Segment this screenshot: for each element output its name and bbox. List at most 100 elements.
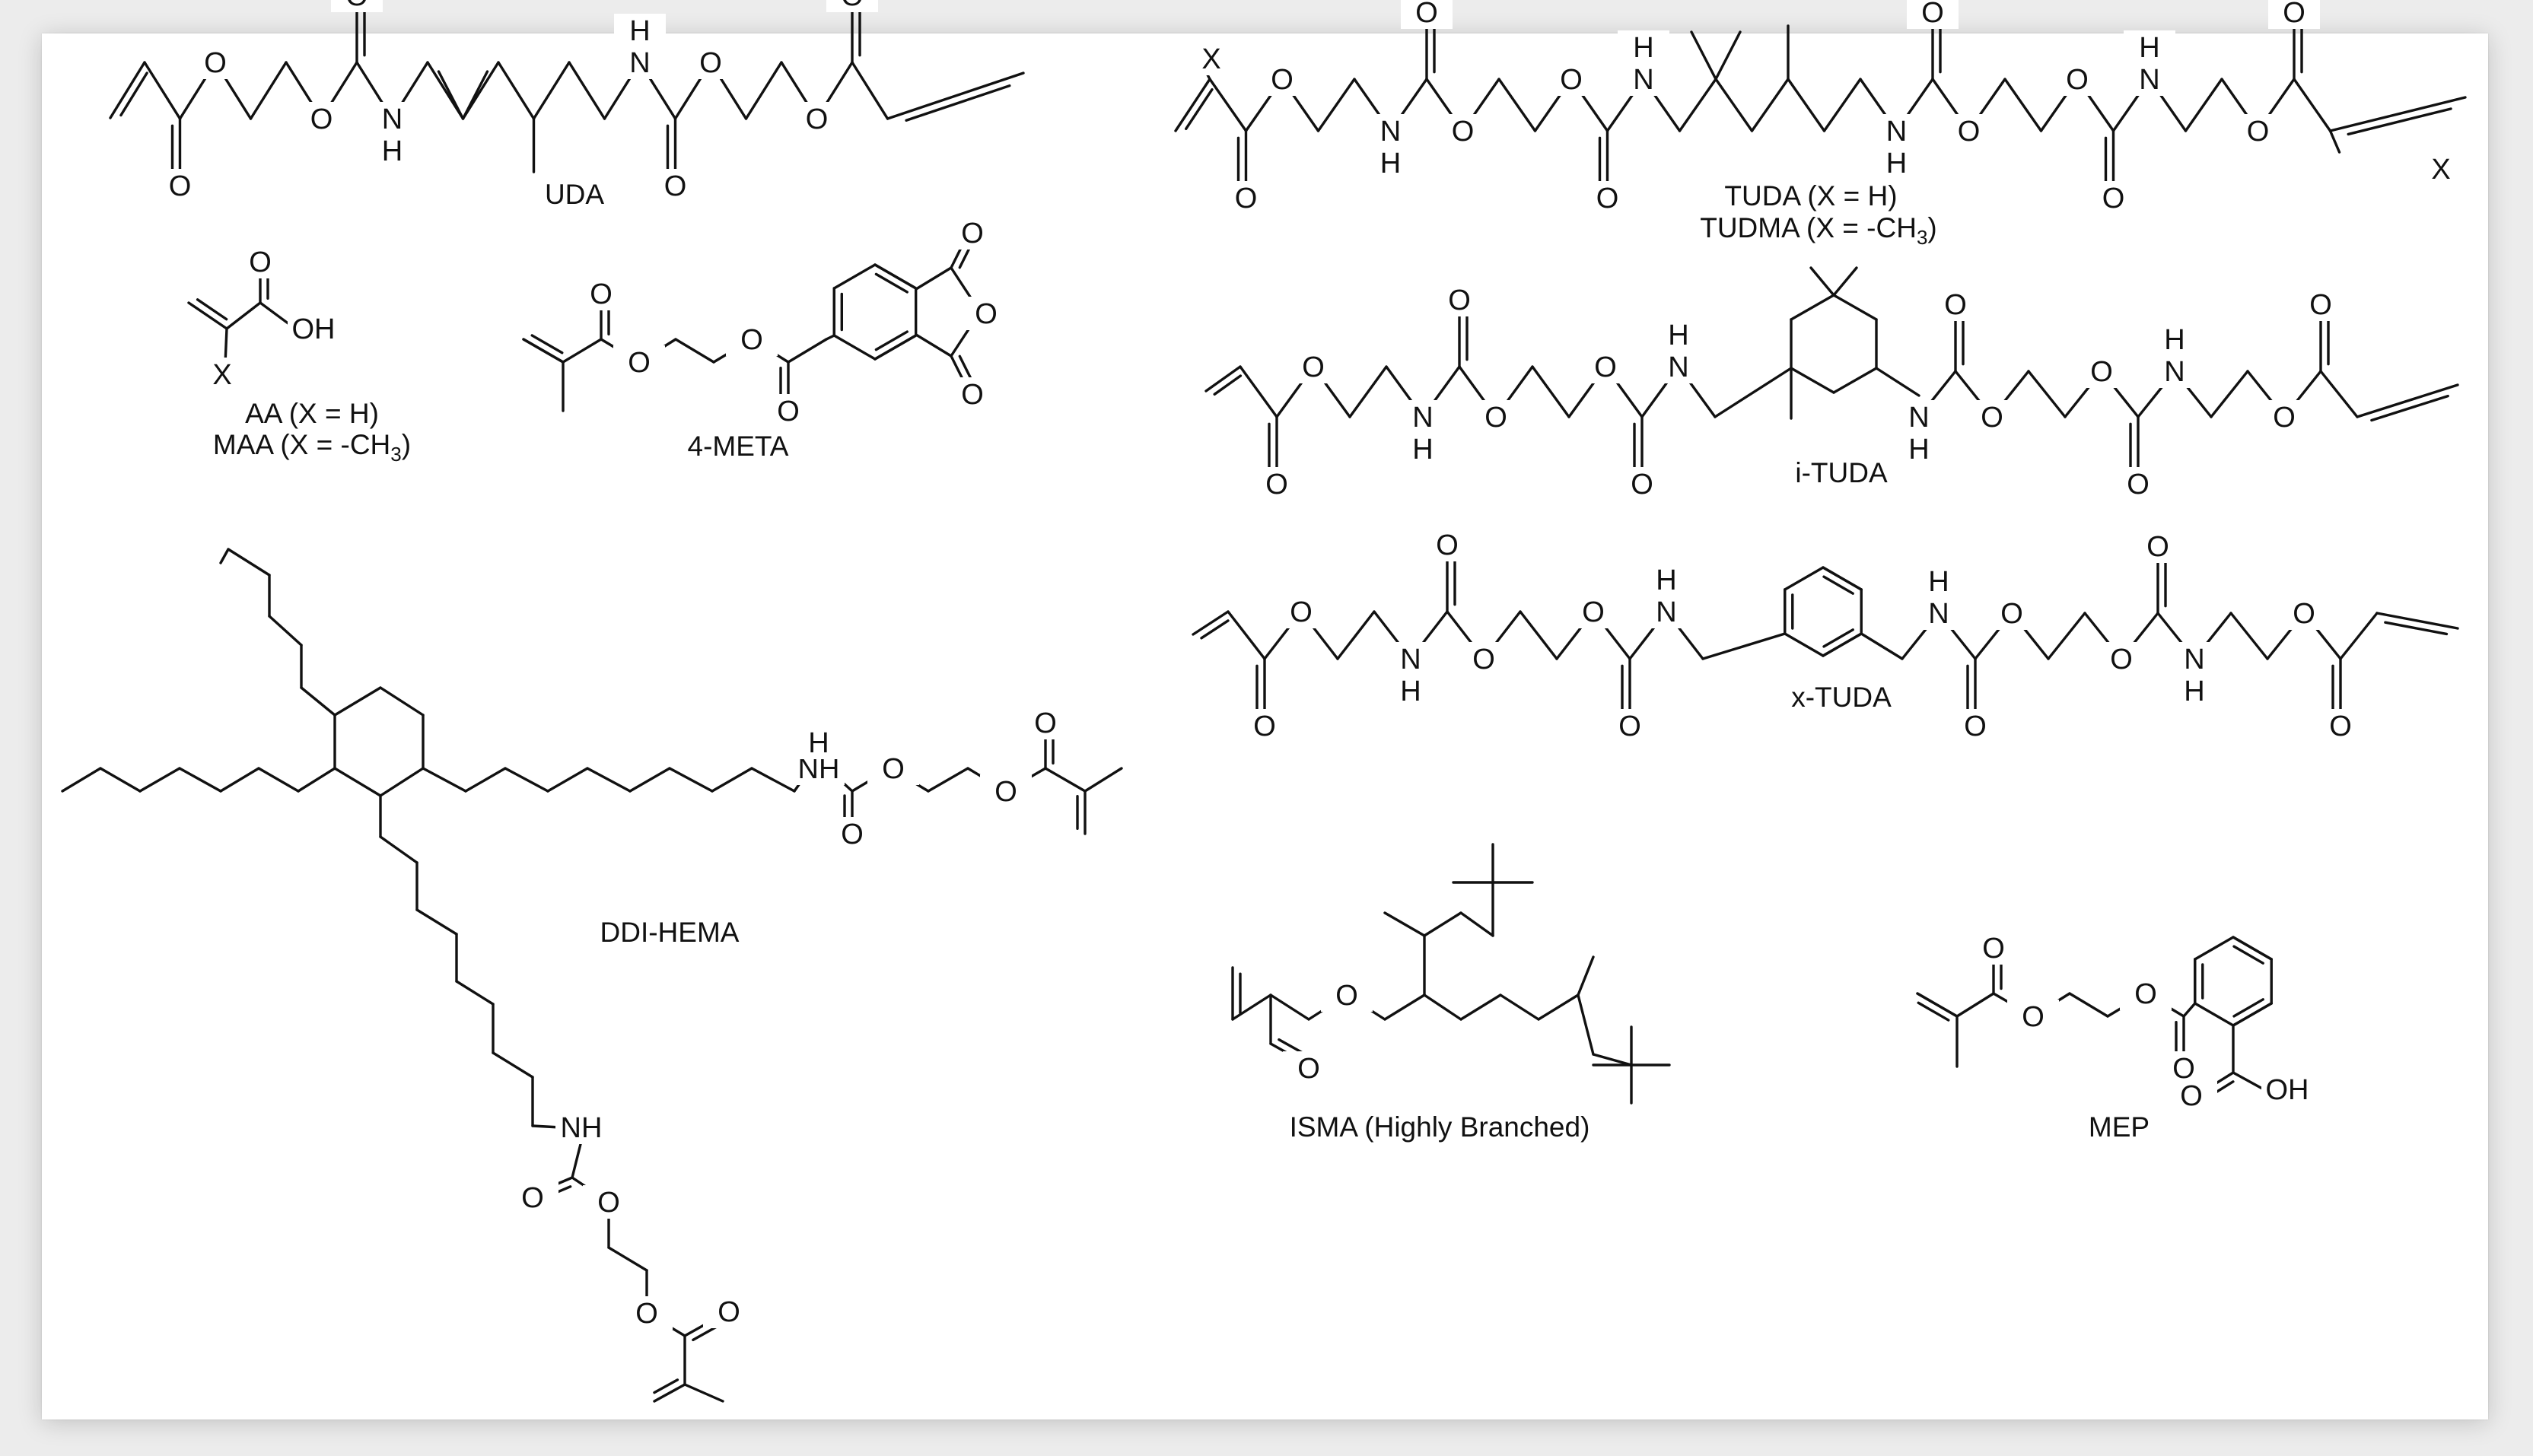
atom-label-mask: [2124, 62, 2175, 96]
atom-label-mask: [2051, 62, 2103, 96]
atom-label-mask: [960, 297, 1012, 330]
oxygen-atom: O: [2180, 1080, 2203, 1112]
atom-label-mask: [366, 102, 418, 135]
atom-label-mask: [196, 358, 248, 391]
oxygen-atom: O: [975, 298, 998, 330]
oxygen-atom: O: [664, 170, 687, 202]
bond: [2232, 1071, 2265, 1091]
bond: [1497, 78, 1537, 132]
bond: [1316, 78, 1356, 132]
bond: [379, 767, 425, 797]
atom-label-mask: [1256, 62, 1308, 96]
bond: [461, 70, 489, 120]
bond: [1832, 367, 1878, 394]
bond: [2384, 621, 2449, 636]
atom-label-mask: [2165, 1079, 2217, 1112]
bond: [562, 338, 603, 364]
atom-label-mask: [614, 14, 666, 47]
bond: [1531, 365, 1570, 418]
bond: [2232, 945, 2264, 965]
bond: [832, 334, 877, 361]
oxygen-atom: O: [1253, 711, 1276, 742]
oxygen-atom: O: [841, 0, 864, 12]
label-mep: MEP: [2089, 1111, 2150, 1143]
bond: [492, 1051, 534, 1079]
atom-label-mask: [1913, 596, 1965, 630]
atom-label-mask: [1930, 288, 1981, 321]
bond: [1790, 294, 1835, 321]
bond: [744, 61, 783, 120]
bond: [522, 338, 565, 364]
atom-label-mask: [1185, 42, 1237, 75]
atom-label-mask: [1943, 114, 1995, 148]
bond: [196, 298, 228, 321]
bond: [1231, 993, 1272, 1021]
bond: [2229, 612, 2269, 660]
nitrogen-atom: N: [1412, 402, 1433, 434]
atom-label-mask: [791, 102, 843, 135]
atom-label-mask: [1239, 709, 1290, 742]
oxygen-atom: O: [1271, 64, 1294, 96]
oxygen-atom: O: [1982, 933, 2005, 965]
atom-label-mask: [1283, 1051, 1335, 1085]
atom-label-mask: [2132, 529, 2184, 563]
bond: [607, 1246, 648, 1272]
hydrogen-atom: H: [1668, 319, 1688, 351]
atom-label-mask: [1580, 350, 1631, 383]
bond: [455, 980, 495, 1006]
oxygen-atom: O: [2127, 469, 2150, 501]
oxygen-atom: O: [1335, 980, 1358, 1012]
nitrogen-atom: N: [1886, 116, 1907, 148]
bond: [2184, 78, 2223, 132]
amine-group: NH: [561, 1112, 603, 1144]
oxygen-atom: O: [1958, 116, 1981, 148]
bond: [415, 908, 458, 936]
atom-label-mask: [555, 1111, 607, 1144]
bond: [905, 84, 1011, 122]
oxygen-atom: O: [994, 776, 1017, 808]
bond: [2319, 370, 2359, 418]
atom-label-mask: [331, 0, 383, 12]
bond: [333, 767, 382, 797]
oxygen-atom: O: [2102, 183, 2125, 215]
oxygen-atom: O: [628, 347, 651, 379]
atom-label-mask: [1397, 400, 1449, 434]
atom-label-mask: [1220, 181, 1272, 215]
atom-label-mask: [703, 1295, 755, 1328]
atom-label-mask: [1913, 564, 1965, 598]
bond: [1592, 1053, 1633, 1067]
oxygen-atom: O: [1448, 285, 1471, 316]
oxygen-atom: O: [2146, 531, 2169, 563]
hydrogen-atom: H: [1656, 564, 1676, 596]
bond: [1750, 78, 1790, 132]
bond: [927, 767, 969, 793]
oxygen-atom: O: [590, 278, 613, 310]
bond: [1044, 767, 1087, 793]
label-uda: UDA: [545, 179, 604, 210]
bond: [1916, 992, 1959, 1018]
atom-label-mask: [1604, 709, 1656, 742]
bond: [1423, 993, 1462, 1021]
atom-label-mask: [189, 46, 241, 79]
oxygen-atom: O: [2022, 1001, 2045, 1033]
oxygen-atom: O: [2329, 711, 2352, 742]
bond: [1269, 993, 1310, 1021]
atom-label-mask: [1397, 432, 1449, 466]
oxygen-atom: O: [2247, 116, 2270, 148]
atom-label-mask: [2261, 1073, 2313, 1106]
label-aa: AA (X = H): [245, 398, 379, 429]
atom-label-mask: [2315, 709, 2366, 742]
atom-label-mask: [649, 169, 702, 202]
atom-label-mask: [2149, 323, 2200, 356]
bond: [257, 767, 300, 793]
oxygen-atom: O: [740, 324, 763, 356]
atom-label-mask: [1020, 706, 1071, 739]
bond: [1784, 566, 1825, 591]
atom-label-mask: [980, 774, 1032, 808]
bond: [1084, 767, 1123, 793]
oxygen-atom: O: [718, 1296, 740, 1328]
bond: [2047, 612, 2086, 660]
bond: [1383, 993, 1426, 1021]
bond: [1787, 78, 1826, 132]
bond: [1875, 367, 1920, 397]
